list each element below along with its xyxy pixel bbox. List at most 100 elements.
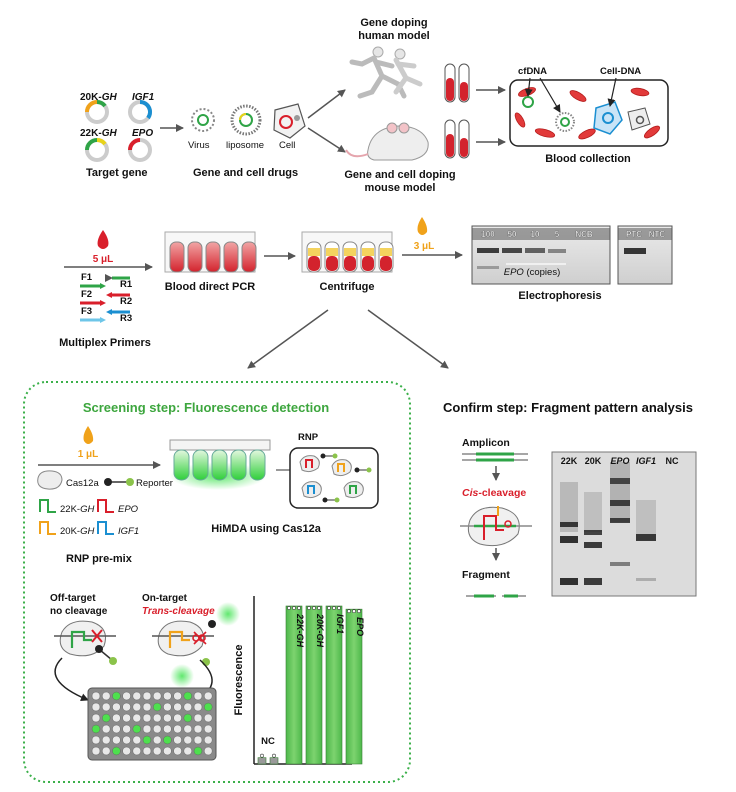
gel-lane-label: 10 <box>531 230 540 239</box>
gel-header-1 <box>472 228 610 240</box>
cas12a-icon <box>37 470 63 490</box>
cell-dna-label: Cell-DNA <box>600 66 641 77</box>
cfdna-pointer-2 <box>539 77 561 113</box>
fluorescent-tube <box>211 449 228 481</box>
blood-cell-layer <box>380 256 392 271</box>
gel-lane-label: 50 <box>508 230 517 239</box>
serum-layer <box>344 248 356 256</box>
plasmid-20k-gh-icon <box>85 100 109 124</box>
well <box>101 691 111 701</box>
fluorescent-tube <box>173 449 190 481</box>
well <box>173 746 182 756</box>
amplicon-icon <box>462 452 528 462</box>
fragment-schematic: Amplicon Cis-cleavage Fragment <box>460 437 532 598</box>
chart-bar <box>285 605 303 765</box>
well-positive <box>163 735 172 745</box>
blood-drop-icon <box>97 230 109 249</box>
cell-icon <box>273 103 306 139</box>
chart-bar <box>345 608 363 765</box>
chart-point <box>352 609 356 614</box>
rnp-label: RNP <box>298 432 319 443</box>
premix-drop-icon <box>83 426 94 444</box>
crrna-22k-icon <box>39 499 56 513</box>
mouse-model-line1: Gene and cell doping <box>344 169 455 181</box>
fluorescent-tube <box>249 449 266 481</box>
well <box>122 713 131 723</box>
well <box>203 735 213 745</box>
blood-cell-layer <box>326 256 338 271</box>
well-positive <box>112 691 121 701</box>
well <box>142 691 152 701</box>
legend-igf1: IGF1 <box>118 526 139 537</box>
cis-cleavage-label: Cis-cleavage <box>462 487 526 499</box>
himda-label: HiMDA using Cas12a <box>211 523 322 535</box>
well <box>101 735 111 745</box>
primer-r1: R1 <box>120 279 133 290</box>
blood-cell-layer <box>362 256 374 271</box>
primer-set-icon: F1 R1 F2 R2 F3 R3 <box>80 272 133 324</box>
well <box>101 746 111 756</box>
well <box>91 713 101 723</box>
blood-collection-label: Blood collection <box>545 153 631 165</box>
arrow-to-mouse-model <box>307 127 346 153</box>
mouse-model-line2: mouse model <box>365 182 436 194</box>
fragment-lane-label: NC <box>666 456 679 466</box>
arrow-to-screening <box>247 309 329 369</box>
cfdna-label: cfDNA <box>518 66 547 77</box>
centrifuge-group: Centrifuge <box>301 231 394 293</box>
chart-point <box>272 753 276 758</box>
well <box>142 746 152 756</box>
target-gene-label: Target gene <box>86 167 148 179</box>
gene-drugs-group: Virus liposome Cell Gene and cell drugs <box>188 103 306 179</box>
primer-f2: F2 <box>81 289 92 300</box>
well <box>152 713 162 723</box>
chart-bar-label: 22K-GH <box>295 613 305 648</box>
pcr-label: Blood direct PCR <box>165 281 256 293</box>
cas12a-label: Cas12a <box>66 478 99 489</box>
well <box>132 691 142 701</box>
well <box>163 702 172 712</box>
sample-volume-label: 3 μL <box>414 241 435 252</box>
mouse-model-group: Gene and cell doping mouse model <box>344 119 470 194</box>
liposome-label: liposome <box>226 140 264 151</box>
fragment-lane-label: 22K <box>561 456 578 466</box>
well <box>193 735 203 745</box>
gene-label-22k: 22K-GH <box>80 128 117 139</box>
chart-point <box>327 606 331 610</box>
well <box>91 691 101 701</box>
human-model-line2: human model <box>358 30 430 42</box>
arrow-to-human-model <box>307 89 346 119</box>
cfdna-pointer <box>524 77 533 97</box>
chart-point <box>292 606 296 610</box>
well <box>152 746 162 756</box>
well <box>112 724 121 734</box>
well <box>132 735 142 745</box>
primer-f3: F3 <box>81 306 92 317</box>
well-positive <box>203 702 213 712</box>
crrna-epo-icon <box>97 499 114 513</box>
gel-lane-label: PTC <box>626 230 642 239</box>
blood-cell-layer <box>308 256 320 271</box>
screening-title: Screening step: Fluorescence detection <box>83 400 329 415</box>
cfdna-plasmid-icon <box>522 96 575 132</box>
well <box>132 746 142 756</box>
sample-drop-icon <box>417 217 428 235</box>
well <box>142 702 152 712</box>
serum-layer <box>308 248 320 256</box>
gene-drugs-label: Gene and cell drugs <box>193 167 298 179</box>
well <box>183 724 193 734</box>
crrna-igf1-icon <box>97 521 114 535</box>
well-positive <box>183 691 193 701</box>
trans-cleavage-label: Trans-cleavage <box>142 606 215 617</box>
red-blood-cells-icon <box>514 87 661 140</box>
cell-label: Cell <box>279 140 295 151</box>
well <box>183 735 193 745</box>
well <box>152 691 162 701</box>
chart-point <box>317 606 321 610</box>
well-positive <box>193 746 203 756</box>
plasmid-igf1-icon <box>128 100 152 124</box>
well <box>173 713 182 723</box>
serum-layer <box>362 248 374 256</box>
confirm-title: Confirm step: Fragment pattern analysis <box>443 400 693 415</box>
